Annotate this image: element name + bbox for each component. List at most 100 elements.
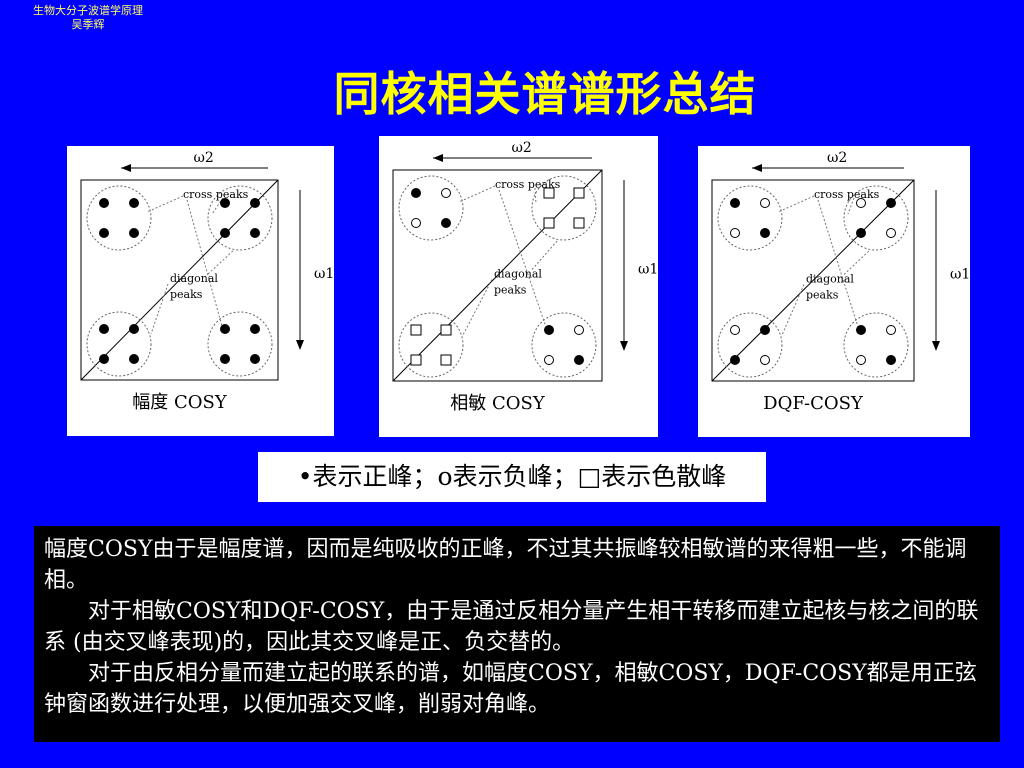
positive-peak [220, 354, 230, 364]
dispersive-peak [543, 187, 555, 199]
omega2-label: ω2 [827, 150, 847, 166]
diagonal-leader [781, 284, 805, 336]
omega2-label: ω2 [194, 150, 214, 166]
negative-peak [544, 355, 554, 365]
omega1-label: ω1 [950, 267, 970, 283]
negative-peak [886, 325, 896, 335]
negative-peak [886, 228, 896, 238]
diagonal-leader [150, 283, 169, 335]
cross-peaks-label: cross peaks [495, 178, 561, 191]
peak-group-circle [86, 185, 152, 251]
dispersive-peak [410, 354, 422, 366]
omega2-label: ω2 [512, 140, 532, 156]
diagonal-peaks-label: diagonal [494, 268, 542, 281]
dispersive-peak [410, 324, 422, 336]
positive-peak [250, 354, 260, 364]
positive-peak [99, 228, 109, 238]
cross-leader [777, 195, 815, 213]
omega1-label: ω1 [638, 262, 658, 278]
paragraph-2: 对于相敏COSY和DQF-COSY，由于是通过反相分量产生相干转移而建立起核与核… [44, 599, 979, 655]
positive-peak [574, 355, 584, 365]
peak-group-circle [531, 175, 597, 241]
positive-peak [250, 228, 260, 238]
positive-peak [760, 325, 770, 335]
cross-leader [498, 189, 547, 328]
negative-peak [441, 188, 451, 198]
slide-header: 生物大分子波谱学原理 吴季辉 [8, 4, 168, 32]
positive-peak [99, 354, 109, 364]
omega1-arrowhead [620, 341, 628, 351]
negative-peak [730, 228, 740, 238]
negative-peak [411, 218, 421, 228]
omega1-arrowhead [932, 341, 940, 351]
diagonal-leader [843, 249, 871, 275]
peak-group-circle [717, 312, 783, 378]
positive-peak [250, 324, 260, 334]
peak-group-circle [398, 175, 464, 241]
peak-group-circle [207, 185, 273, 251]
negative-peak [760, 198, 770, 208]
positive-peak [220, 198, 230, 208]
positive-peak [886, 355, 896, 365]
slide-title: 同核相关谱谱形总结 [333, 67, 757, 121]
negative-peak [760, 355, 770, 365]
negative-peak [856, 355, 866, 365]
positive-peak [441, 218, 451, 228]
omega1-label: ω1 [314, 266, 334, 282]
peak-group-circle [717, 185, 783, 251]
omega2-arrowhead [121, 164, 131, 172]
peak-group-circle [86, 311, 152, 377]
paragraph-3: 对于由反相分量而建立起的联系的谱，如幅度COSY，相敏COSY，DQF-COSY… [44, 661, 977, 717]
negative-peak [856, 198, 866, 208]
positive-peak [250, 198, 260, 208]
spectrum-frame [711, 179, 915, 382]
peak-group-circle [843, 312, 909, 378]
dispersive-peak [573, 187, 585, 199]
spectrum-diagram-phase-sensitive: ω2 ω1 cross peaks diagonal peaks 相敏 COSY [392, 140, 658, 414]
peak-group-circle [843, 185, 909, 251]
positive-peak [220, 228, 230, 238]
diagonal-line [80, 179, 279, 381]
diagonal-leader [462, 279, 493, 336]
peak-group-circle [207, 311, 273, 377]
diagonal-peaks-label-2: peaks [806, 289, 839, 302]
diagonal-leader [531, 239, 559, 270]
diagonal-line [711, 179, 915, 382]
cross-leader [817, 199, 859, 328]
panel-caption: 相敏 COSY [450, 393, 546, 414]
peak-group-circle [531, 312, 597, 378]
explanation-box: 幅度COSY由于是幅度谱，因而是纯吸收的正峰，不过其共振峰较相敏谱的来得粗一些，… [34, 526, 1000, 742]
dispersive-peak [543, 217, 555, 229]
positive-peak [129, 324, 139, 334]
panel-caption: 幅度 COSY [132, 392, 228, 413]
omega2-arrowhead [752, 164, 762, 172]
cross-peaks-label: cross peaks [814, 188, 880, 201]
course-name: 生物大分子波谱学原理 [33, 4, 143, 17]
panel-caption: DQF-COSY [763, 393, 864, 414]
diagonal-leader [207, 249, 235, 275]
positive-peak [886, 198, 896, 208]
diagonal-peaks-label-2: peaks [494, 284, 527, 297]
dispersive-peak [440, 324, 452, 336]
peak-group-circle [398, 312, 464, 378]
cross-leader [211, 197, 224, 215]
positive-peak [129, 228, 139, 238]
dispersive-peak [573, 217, 585, 229]
positive-peak [99, 324, 109, 334]
author-name: 吴季辉 [71, 18, 105, 31]
spectrum-frame [392, 169, 603, 382]
positive-peak [411, 188, 421, 198]
cross-leader [534, 187, 537, 205]
positive-peak [99, 198, 109, 208]
diagonal-peaks-label: diagonal [806, 273, 854, 286]
dispersive-peak [440, 354, 452, 366]
positive-peak [760, 228, 770, 238]
cross-peaks-label: cross peaks [183, 188, 249, 201]
positive-peak [730, 355, 740, 365]
positive-peak [856, 228, 866, 238]
positive-peak [544, 325, 554, 335]
cross-leader [847, 197, 855, 215]
negative-peak [574, 325, 584, 335]
